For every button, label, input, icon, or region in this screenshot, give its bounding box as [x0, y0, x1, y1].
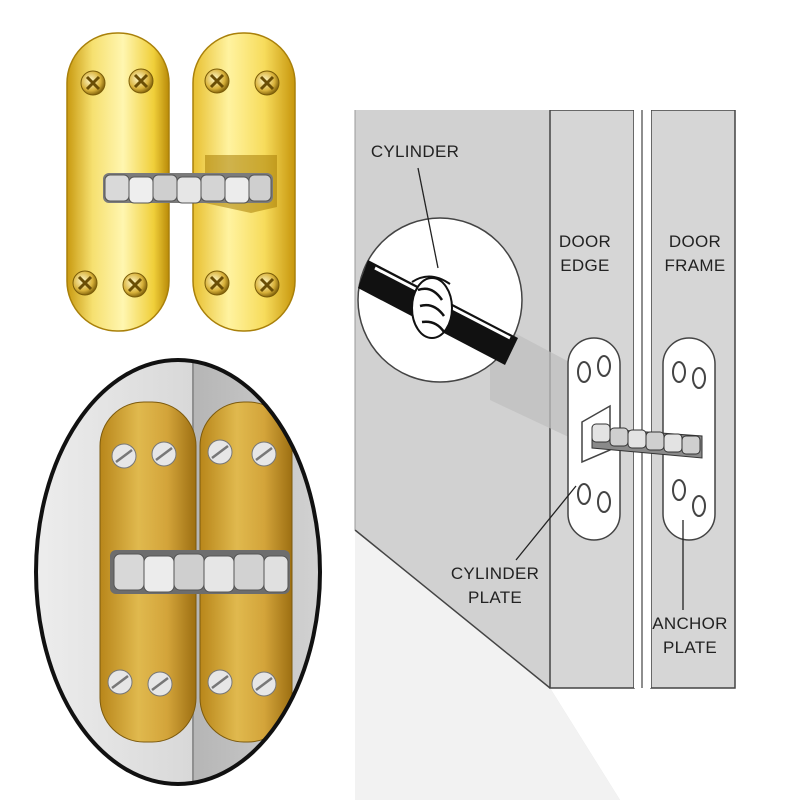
cylinder-plate-label: CYLINDER PLATE — [450, 564, 540, 607]
hinge-knuckle-links — [103, 173, 273, 204]
installed-hinge-inset — [28, 352, 328, 792]
cylinder-label: CYLINDER — [370, 142, 460, 161]
screw-icons — [72, 68, 280, 298]
inset-circle-frame — [34, 358, 322, 786]
door-frame-label: DOOR FRAME — [664, 232, 726, 275]
hinge-installation-diagram — [340, 110, 780, 800]
cylinder-leader-line — [417, 167, 439, 269]
hinge-knuckle-chain — [591, 423, 703, 459]
hinge-product-photo — [55, 25, 300, 345]
cylinder-plate-leader-line — [515, 485, 577, 561]
hinge-product-illustration — [66, 32, 296, 332]
door-edge-label: DOOR EDGE — [558, 232, 612, 275]
cylinder-closeup — [358, 260, 518, 365]
anchor-plate-label: ANCHOR PLATE — [652, 614, 728, 657]
